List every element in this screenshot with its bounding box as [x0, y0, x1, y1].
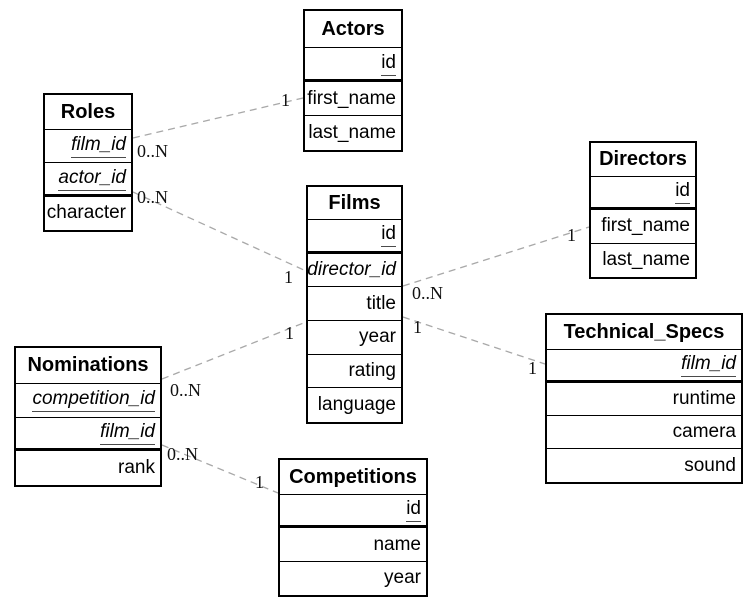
field-label: camera [672, 421, 736, 442]
field-row-competitions-year: year [280, 562, 426, 595]
cardinality-label-nominations-competitions-0: 0..N [167, 444, 198, 464]
field-row-actors-first_name: first_name [305, 82, 401, 116]
field-row-films-id: id [308, 220, 401, 254]
cardinality-label-films-directors-0: 0..N [412, 283, 443, 303]
entity-table-actors: Actors id first_name last_name [303, 9, 403, 152]
field-row-technical_specs-film_id: film_id [547, 350, 741, 383]
field-row-directors-id: id [591, 177, 695, 211]
field-label: rank [118, 457, 155, 479]
field-row-directors-first_name: first_name [591, 210, 695, 244]
field-row-roles-character: character [45, 197, 131, 230]
entity-title-actors: Actors [305, 11, 401, 48]
field-label: name [373, 533, 421, 555]
field-label: language [317, 394, 396, 416]
relationship-line-films-directors [402, 226, 590, 287]
field-row-nominations-rank: rank [16, 451, 160, 485]
cardinality-label-nominations-films-0: 0..N [170, 380, 201, 400]
relationship-line-roles-actors [132, 97, 304, 139]
entity-table-directors: Directors id first_name last_name [589, 141, 697, 279]
relationship-line-nominations-films [161, 321, 307, 380]
field-row-technical_specs-runtime: runtime [547, 383, 741, 416]
field-label: character [46, 202, 126, 224]
cardinality-label-films-directors-1: 1 [567, 225, 576, 245]
relationship-line-roles-films [132, 191, 307, 272]
field-row-films-title: title [308, 287, 401, 322]
field-label: competition_id [32, 388, 155, 413]
field-row-films-rating: rating [308, 355, 401, 389]
relationship-line-nominations-competitions [161, 444, 279, 494]
field-label: rating [348, 360, 396, 382]
field-row-films-language: language [308, 388, 401, 422]
field-row-films-director_id: director_id [307, 254, 401, 288]
field-row-technical_specs-sound: sound [547, 449, 741, 482]
cardinality-label-roles-films-1: 1 [284, 267, 293, 287]
field-label: first_name [307, 87, 396, 109]
field-row-actors-id: id [305, 48, 401, 82]
entity-table-roles: Roles film_id actor_id character [43, 93, 133, 233]
entity-table-competitions: Competitions id name year [278, 458, 428, 598]
field-label: film_id [100, 421, 155, 446]
field-label: first_name [601, 215, 690, 237]
field-label: last_name [602, 249, 690, 271]
field-label: year [359, 326, 396, 348]
field-label: id [381, 223, 396, 248]
cardinality-label-nominations-films-1: 1 [285, 323, 294, 343]
field-label: year [384, 567, 421, 589]
field-label: film_id [71, 134, 126, 159]
field-row-competitions-name: name [280, 528, 426, 562]
cardinality-label-films-technical_specs-0: 1 [413, 317, 422, 337]
cardinality-label-roles-actors-1: 1 [281, 90, 290, 110]
field-row-roles-actor_id: actor_id [45, 163, 131, 197]
field-label: last_name [308, 122, 396, 143]
field-row-directors-last_name: last_name [591, 244, 695, 277]
entity-title-nominations: Nominations [16, 348, 160, 384]
field-label: id [406, 498, 421, 523]
field-label: sound [684, 454, 736, 476]
field-label: title [366, 292, 396, 314]
entity-title-competitions: Competitions [280, 460, 426, 495]
entity-title-directors: Directors [591, 143, 695, 177]
field-row-competitions-id: id [280, 495, 426, 529]
field-label: film_id [681, 353, 736, 377]
field-row-technical_specs-camera: camera [547, 416, 741, 449]
entity-title-technical_specs: Technical_Specs [547, 315, 741, 350]
field-row-films-year: year [308, 321, 401, 355]
field-label: director_id [307, 259, 396, 281]
cardinality-label-nominations-competitions-1: 1 [255, 472, 264, 492]
cardinality-label-films-technical_specs-1: 1 [528, 358, 537, 378]
field-row-roles-film_id: film_id [45, 130, 131, 164]
field-row-nominations-competition_id: competition_id [16, 384, 160, 418]
relationship-line-films-technical_specs [402, 316, 546, 365]
field-row-actors-last_name: last_name [305, 116, 401, 150]
field-label: actor_id [58, 167, 126, 191]
field-label: id [381, 52, 396, 76]
field-label: runtime [672, 388, 736, 409]
field-row-nominations-film_id: film_id [16, 418, 160, 452]
field-label: id [675, 180, 690, 205]
cardinality-label-roles-actors-0: 0..N [137, 141, 168, 161]
cardinality-label-roles-films-0: 0..N [137, 187, 168, 207]
entity-title-films: Films [308, 187, 401, 220]
entity-title-roles: Roles [45, 95, 131, 130]
